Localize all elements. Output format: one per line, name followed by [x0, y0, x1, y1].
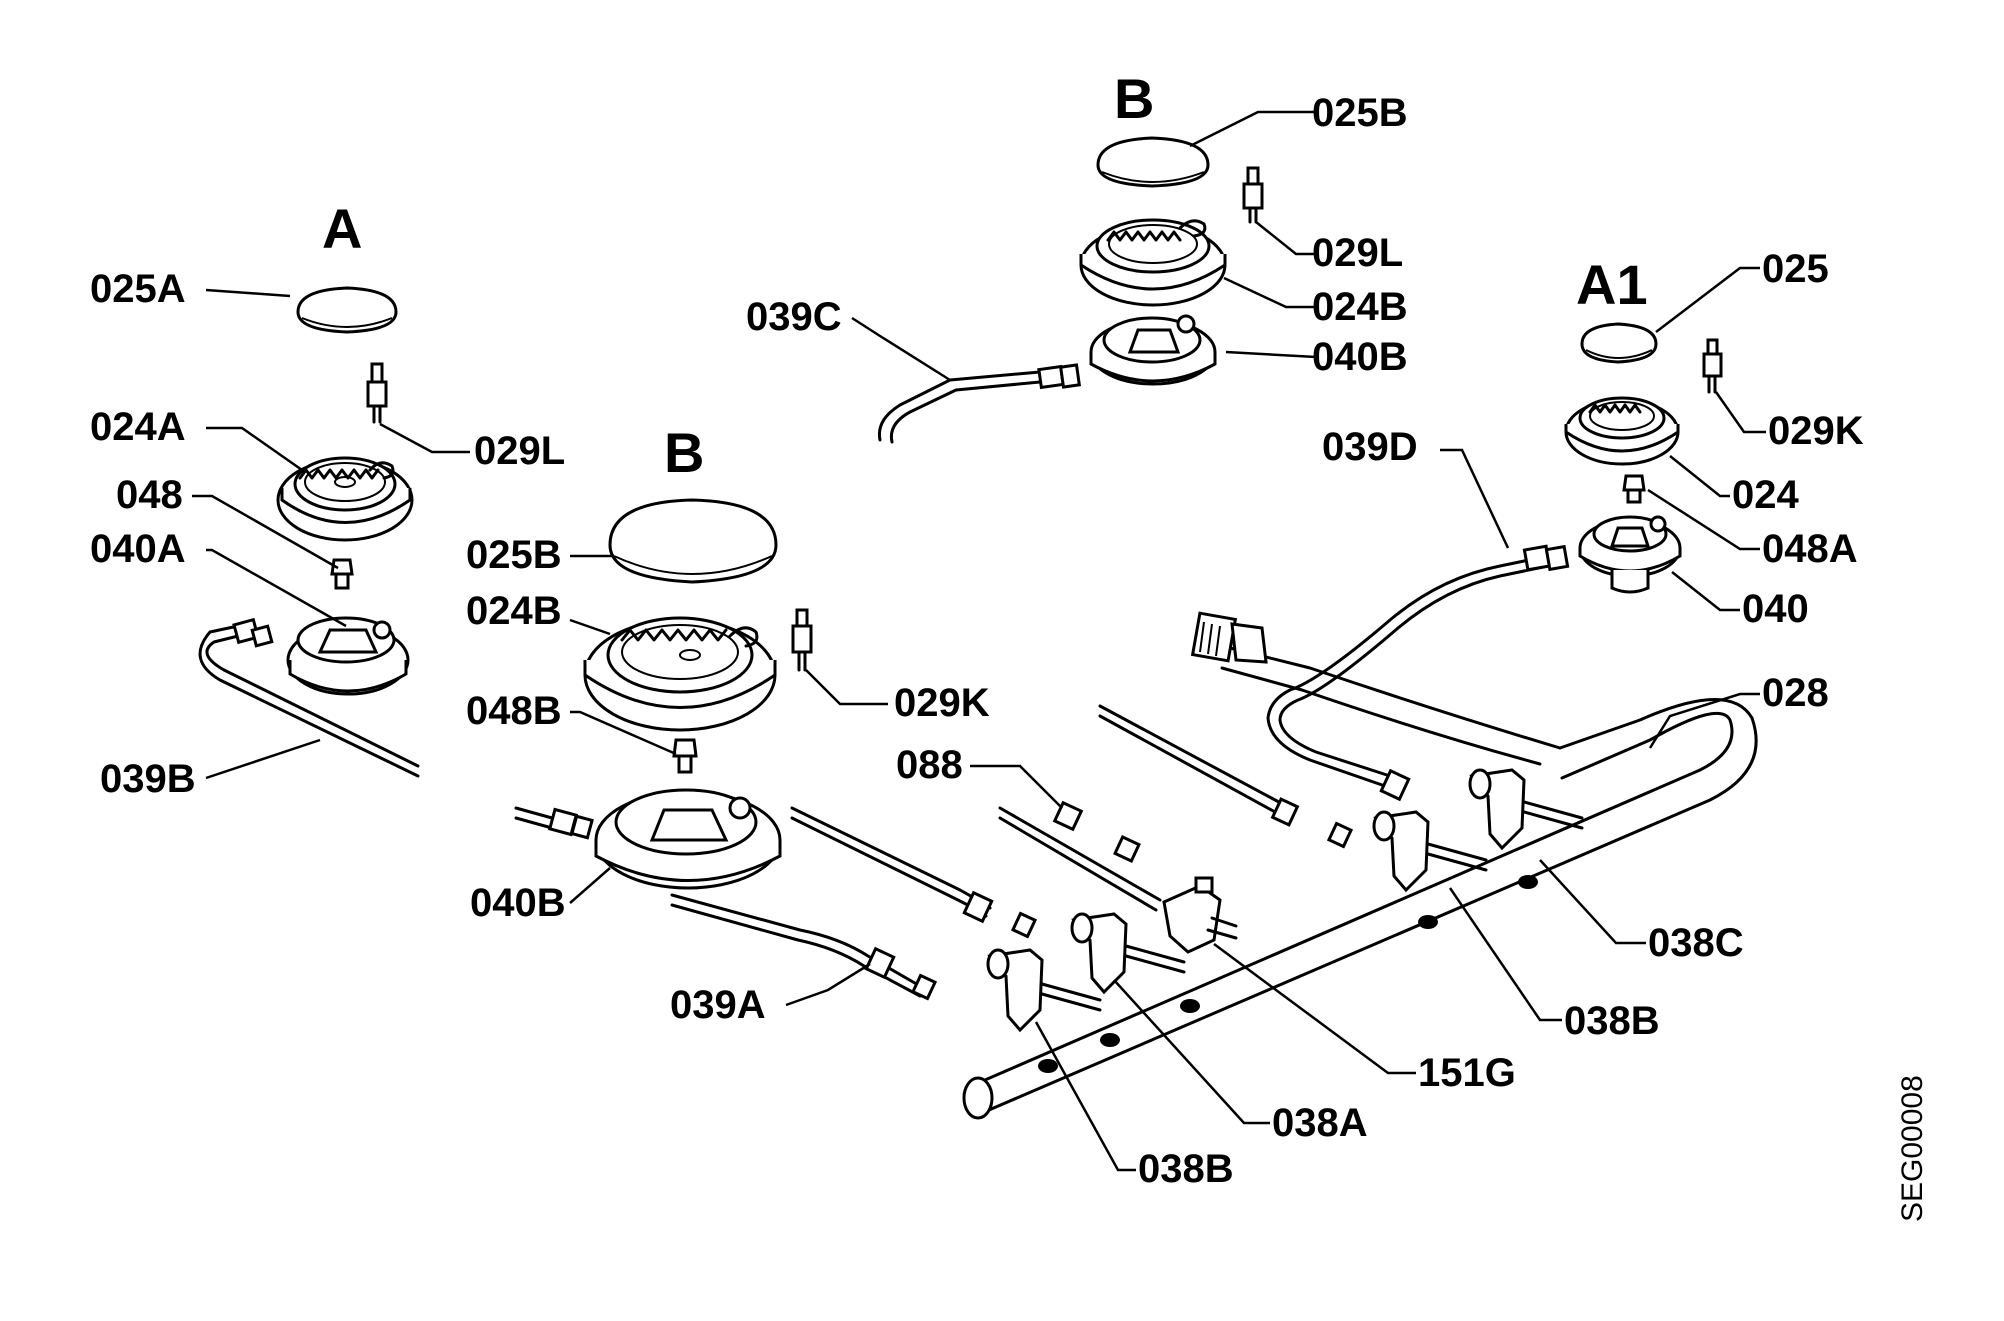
group-label-b-left: B — [664, 421, 704, 484]
burner-base-040b-top — [1089, 314, 1217, 386]
burner-cap-025b-mid — [608, 498, 778, 584]
injector-048a — [1622, 474, 1646, 504]
leader-lines — [192, 110, 1766, 1172]
thermocouple-pipe-088 — [998, 704, 1354, 912]
part-label-025b-top: 025B — [1312, 91, 1408, 135]
part-label-029l-top: 029L — [1312, 231, 1403, 275]
part-label-048b: 048B — [466, 689, 562, 733]
part-label-038a: 038A — [1272, 1101, 1368, 1145]
part-label-025a: 025A — [90, 267, 186, 311]
part-label-088: 088 — [896, 743, 963, 787]
part-label-025b-mid: 025B — [466, 533, 562, 577]
burner-head-024a — [276, 456, 414, 542]
burner-base-040b-mid — [594, 788, 782, 890]
part-label-040b-mid: 040B — [470, 881, 566, 925]
spark-plug-029k-right — [1702, 338, 1723, 394]
spark-plug-029l-top — [1242, 166, 1264, 224]
part-label-028: 028 — [1762, 671, 1829, 715]
thermostat-151g — [1162, 876, 1238, 954]
part-label-038b-bottom: 038B — [1138, 1147, 1234, 1191]
part-label-029k-mid: 029K — [894, 681, 990, 725]
burner-head-024 — [1564, 396, 1680, 466]
part-label-040b-top: 040B — [1312, 335, 1408, 379]
part-label-038b-right: 038B — [1564, 999, 1660, 1043]
part-label-029l-left: 029L — [474, 429, 565, 473]
part-label-040a: 040A — [90, 527, 186, 571]
group-label-b-top: B — [1114, 67, 1154, 130]
burner-b-top-assembly — [877, 136, 1264, 444]
burner-base-040a — [286, 616, 410, 696]
drawing-code: SEG00008 — [1896, 1075, 1929, 1222]
part-label-039c: 039C — [746, 295, 842, 339]
burner-head-024b-mid — [583, 616, 777, 732]
part-label-048: 048 — [116, 473, 183, 517]
burner-base-040 — [1578, 515, 1682, 594]
burner-cap-025 — [1580, 322, 1658, 364]
group-label-a: A — [322, 197, 362, 260]
part-label-025: 025 — [1762, 247, 1829, 291]
part-label-024: 024 — [1732, 473, 1799, 517]
part-label-029k-right: 029K — [1768, 409, 1864, 453]
part-label-040: 040 — [1742, 587, 1809, 631]
part-label-048a: 048A — [1762, 527, 1858, 571]
pipe-fitting-left — [514, 806, 594, 840]
gas-valve-038a — [1070, 912, 1186, 995]
burner-cap-025a — [296, 286, 398, 334]
burner-b-left-assembly — [514, 498, 1038, 1001]
gas-valve-038b-right — [1372, 810, 1488, 893]
gas-valve-038c — [1468, 768, 1584, 851]
part-label-151g: 151G — [1418, 1051, 1516, 1095]
gas-pipe-039a — [670, 893, 938, 1001]
gas-pipe-039b — [198, 617, 420, 778]
burner-head-024b-top — [1079, 218, 1227, 307]
part-label-039b: 039B — [100, 757, 196, 801]
burner-a-assembly — [198, 286, 420, 778]
gas-pipe-039d — [1266, 544, 1570, 802]
part-label-039d: 039D — [1322, 425, 1418, 469]
spark-plug-029k-mid — [791, 608, 813, 672]
burner-a1-assembly — [1266, 322, 1723, 802]
burner-cap-025b-top — [1096, 136, 1210, 188]
gas-pipe-039c — [877, 363, 1082, 444]
group-label-a1: A1 — [1576, 253, 1648, 316]
injector-048b — [672, 738, 698, 774]
part-label-038c: 038C — [1648, 921, 1744, 965]
injector-048 — [330, 558, 354, 590]
gas-pipe-mid-1 — [790, 806, 1038, 939]
part-label-024b-top: 024B — [1312, 285, 1408, 329]
spark-plug-029l-left — [366, 362, 388, 424]
gas-manifold-028 — [962, 611, 1758, 1120]
part-label-024b-mid: 024B — [466, 589, 562, 633]
part-label-024a: 024A — [90, 405, 186, 449]
gas-valve-038b-bottom — [986, 948, 1102, 1033]
part-label-039a: 039A — [670, 983, 766, 1027]
